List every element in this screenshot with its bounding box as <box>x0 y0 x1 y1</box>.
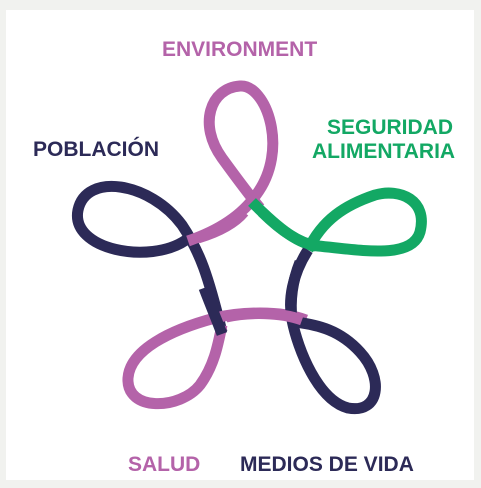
environment-crossing <box>196 208 249 244</box>
label-poblacion: POBLACIÓN <box>33 138 159 161</box>
salud-crossing <box>224 308 304 326</box>
poblacion-loop <box>72 181 228 334</box>
seguridad-crossing <box>258 208 318 252</box>
label-seguridad-line2: ALIMENTARIA <box>312 140 456 163</box>
label-seguridad-line1: SEGURIDAD <box>327 116 454 139</box>
medios-crossing <box>285 259 306 321</box>
environment-loop <box>186 80 279 247</box>
label-medios-de-vida: MEDIOS DE VIDA <box>240 453 414 476</box>
medios-de-vida-loop <box>285 247 381 415</box>
label-environment: ENVIRONMENT <box>162 38 318 61</box>
label-salud: SALUD <box>128 453 201 476</box>
poblacion-crossing <box>198 286 228 336</box>
